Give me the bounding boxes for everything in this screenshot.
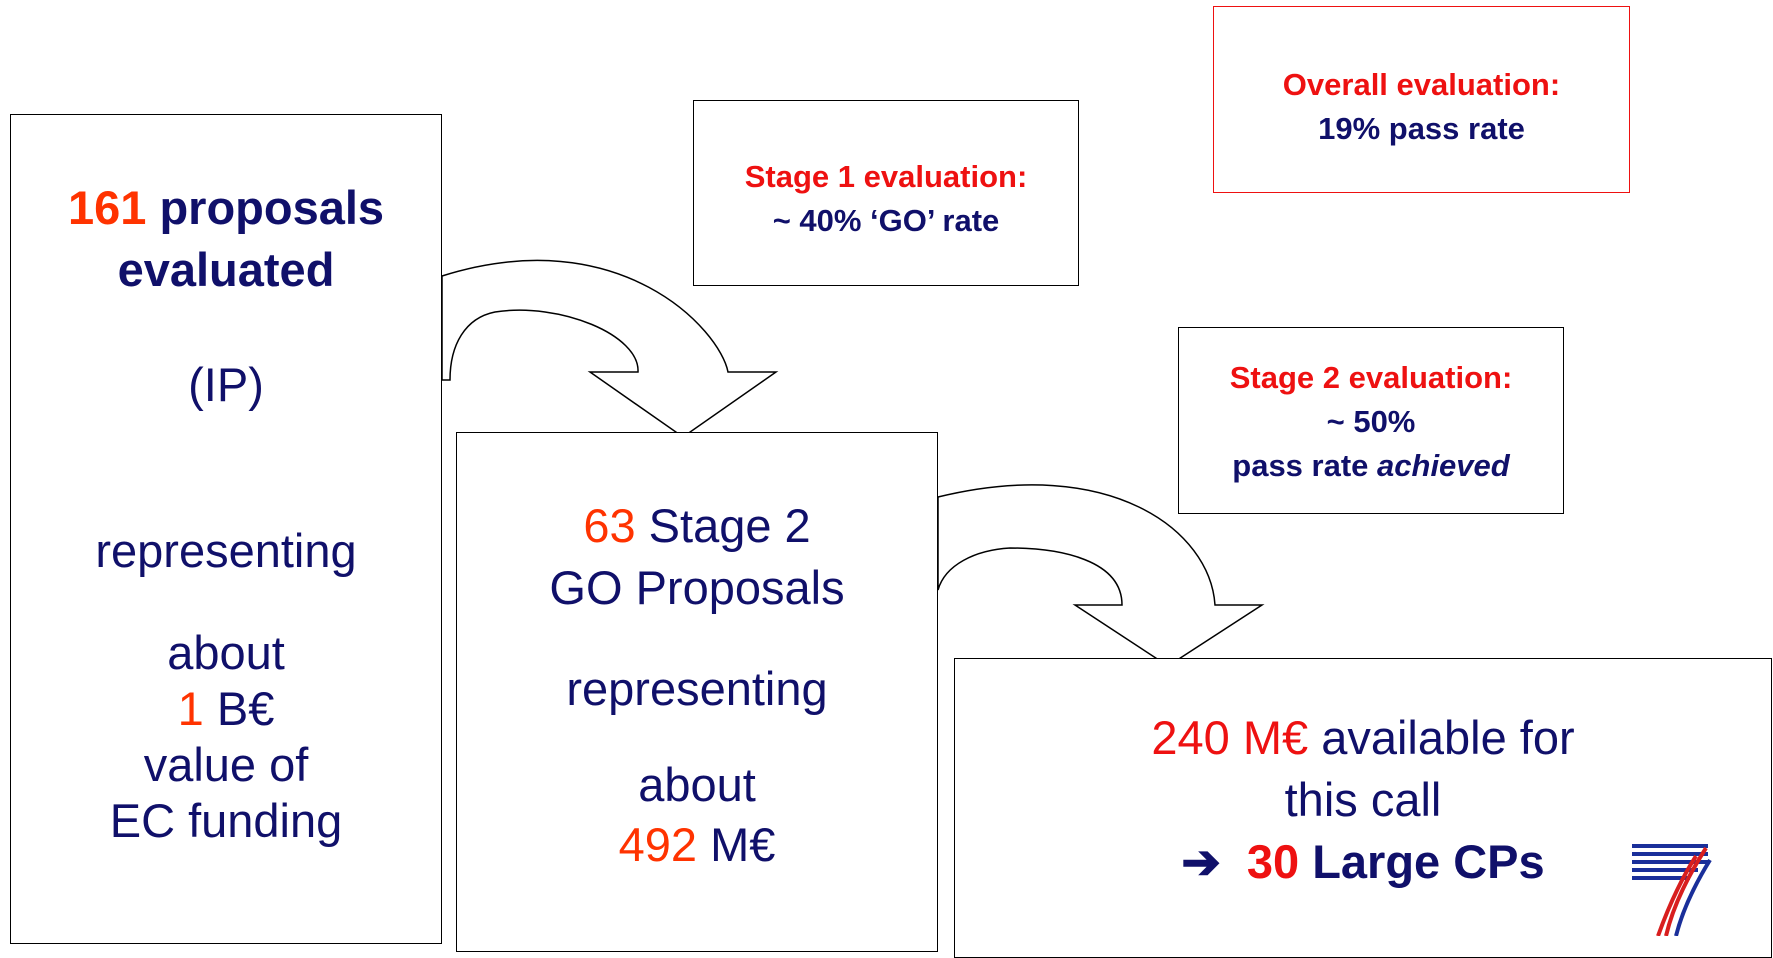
representing-label: representing	[566, 662, 828, 715]
fp7-logo	[1632, 844, 1712, 936]
stage1-title: Stage 1 evaluation:	[744, 159, 1028, 194]
ec-funding-label: EC funding	[109, 794, 343, 847]
stage2-count: 63	[583, 499, 636, 552]
result-arrow-icon: ➔	[1181, 835, 1221, 888]
cp-count: 30	[1246, 835, 1300, 888]
large-cps-label: Large CPs	[1312, 835, 1545, 888]
representing-label: representing	[95, 524, 357, 577]
stage1-rate: ~ 40% ‘GO’ rate	[772, 203, 1000, 238]
stage1-evaluation-note: Stage 1 evaluation: ~ 40% ‘GO’ rate	[693, 100, 1079, 286]
overall-rate: 19% pass rate	[1318, 111, 1525, 146]
pass-rate-label: pass rate	[1232, 448, 1369, 483]
about-label: about	[167, 626, 285, 679]
evaluated-proposals-box: 161 proposals evaluated (IP) representin…	[10, 114, 442, 944]
stage2-title: Stage 2 evaluation:	[1229, 360, 1513, 395]
budget-amount: 240 M€	[1151, 711, 1309, 764]
available-budget-box: 240 M€ available for this call ➔ 30 Larg…	[954, 658, 1772, 958]
funding-amount: 1	[177, 682, 204, 735]
curved-arrow-icon	[937, 484, 1265, 667]
this-call-label: this call	[1284, 773, 1442, 826]
stage2-label: Stage 2	[648, 499, 811, 552]
ip-label: (IP)	[188, 358, 264, 411]
stage2-evaluation-note: Stage 2 evaluation: ~ 50% pass rate achi…	[1178, 327, 1564, 514]
stage2-amount: 492	[618, 818, 698, 871]
flow-arrows	[441, 259, 1265, 667]
overall-evaluation-note: Overall evaluation: 19% pass rate	[1213, 6, 1630, 193]
stage2-proposals-box: 63 Stage 2 GO Proposals representing abo…	[456, 432, 938, 952]
value-of-label: value of	[143, 738, 309, 791]
stage2-rate: ~ 50%	[1326, 404, 1416, 439]
evaluated-label: evaluated	[117, 243, 335, 296]
go-proposals-label: GO Proposals	[549, 561, 845, 614]
stage2-unit: M€	[710, 818, 776, 871]
overall-title: Overall evaluation:	[1282, 67, 1561, 102]
achieved-label: achieved	[1377, 448, 1510, 483]
proposals-label: proposals	[159, 181, 385, 234]
curved-arrow-icon	[441, 259, 779, 438]
proposals-count: 161	[67, 181, 147, 234]
funding-unit: B€	[216, 682, 275, 735]
available-label: available for	[1321, 711, 1575, 764]
about-label: about	[638, 758, 756, 811]
